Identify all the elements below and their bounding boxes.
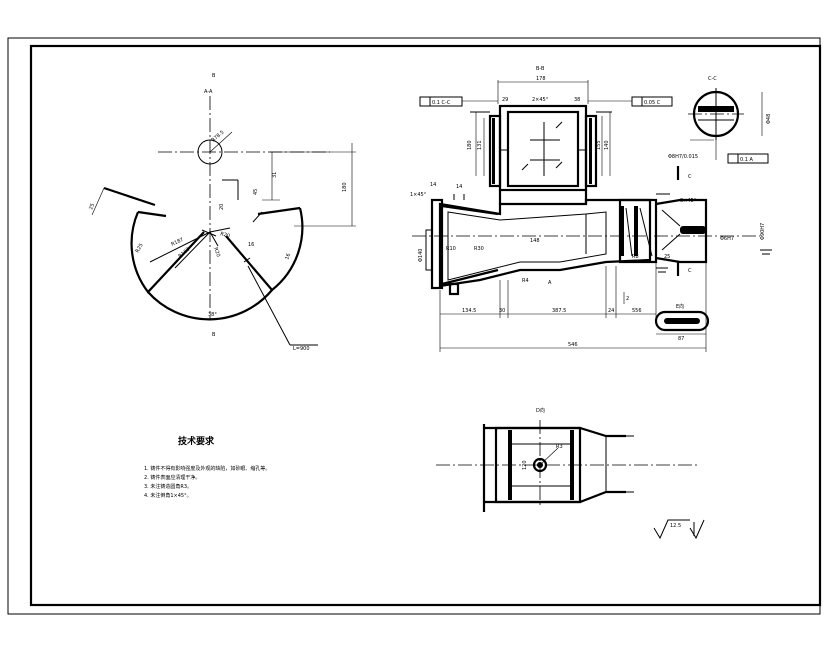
inner-frame	[29, 44, 822, 607]
notes-item-2: 2. 铸件表面应清理干净。	[144, 474, 200, 481]
bb-tol-right: 0.05 C	[644, 100, 661, 106]
notes-title: 技术要求	[178, 435, 215, 447]
aa-top-arc	[197, 139, 223, 165]
cc-dim-bottom: Φ8H7/0.015	[668, 154, 698, 160]
notes-item-4: 4. 未注倒角1×45°。	[144, 492, 192, 499]
roughness-symbol: 12.5	[653, 519, 705, 540]
aa-dim-r25: R25	[135, 242, 145, 254]
aa-top-label: B	[212, 73, 216, 79]
bb-dim-2: 2	[626, 296, 629, 302]
aa-dim-leader: L=900	[293, 346, 310, 352]
aa-dim-16a: 16	[248, 242, 254, 248]
technical-notes: 技术要求 1. 铸件不得有影响强度及外观的缺陷，如砂眼、缩孔等。 2. 铸件表面…	[144, 435, 270, 499]
d-dim-r: R3	[556, 444, 563, 450]
roughness-value: 12.5	[670, 523, 681, 529]
bb-dim-r30: R30	[474, 246, 484, 252]
aa-dim-31: 31	[272, 172, 278, 178]
bb-dim-1x45: 1×45°	[410, 192, 427, 198]
bb-dim-148: 148	[530, 238, 540, 244]
aa-section-label: A-A	[204, 89, 213, 95]
aa-dim-r187: R187	[170, 237, 184, 248]
aa-dim-16b: 16	[284, 253, 292, 261]
aa-dim-r20: R20	[219, 231, 230, 239]
d-label: D向	[536, 407, 545, 414]
aa-bottom-label: B	[212, 332, 216, 338]
bb-dim-b4: 24	[608, 308, 614, 314]
view-cc: C-C Φ48 Φ8H7/0.015 0.1 A	[668, 76, 772, 164]
cc-dim-side: Φ48	[766, 114, 772, 124]
bb-right-h2: 155	[596, 140, 602, 150]
bb-dim-detail: Φ6H7	[720, 236, 734, 242]
aa-dim-h: 180	[342, 182, 348, 192]
bb-dim-2x45: 2×45°	[532, 97, 549, 103]
aa-dim-38-left: 25	[88, 203, 96, 211]
outer-frame	[7, 37, 821, 615]
aa-dim-45: 45	[253, 189, 259, 195]
bb-dim-c-bot: C	[688, 268, 692, 274]
bb-dim-b5: 556	[632, 308, 642, 314]
bb-dim-87: 87	[678, 336, 684, 342]
bb-dim-r10: R10	[446, 246, 456, 252]
bb-dim-b1: 134.5	[462, 308, 476, 314]
bb-dim-8x45: 8×45°	[680, 198, 697, 204]
bb-dim-r4: R4	[522, 278, 529, 284]
view-d: D向 R3 120	[436, 407, 700, 512]
bb-dim-b3: 387.5	[552, 308, 566, 314]
bb-dim-178: 178	[536, 76, 546, 82]
notes-item-1: 1. 铸件不得有影响强度及外观的缺陷，如砂眼、缩孔等。	[144, 465, 270, 472]
bb-dim-25: 25	[664, 254, 670, 260]
aa-dim-38: 38°	[208, 312, 217, 318]
notes-item-3: 3. 未注铸造圆角R3。	[144, 483, 192, 490]
aa-dim-r20b: R20	[212, 247, 221, 258]
bb-section-label: B-B	[536, 66, 545, 72]
bb-left-h1: 180	[467, 140, 473, 150]
aa-dim-r-top: R78.5	[210, 130, 225, 144]
bb-dim-29: 29	[502, 97, 508, 103]
bb-dim-r-inner: Φ90H7	[760, 223, 766, 240]
bb-dim-a: A	[548, 280, 552, 286]
bb-right-h1: 140	[604, 140, 610, 150]
bb-left-h2: 131	[477, 140, 483, 150]
bb-main-body	[438, 198, 652, 288]
bb-dim-r8: R8	[632, 254, 639, 260]
cc-section-label: C-C	[708, 76, 717, 82]
d-dim-h: 120	[522, 460, 528, 470]
bb-dim-total: 546	[568, 342, 578, 348]
bb-upper-housing	[498, 104, 588, 192]
bb-dim-38: 38	[574, 97, 580, 103]
bb-dim-b2: 30	[499, 308, 505, 314]
view-bb: B-B 178 29 2×45° 38 0.1 C-C 0.05 C 180 1…	[410, 66, 772, 352]
aa-dim-20: 20	[219, 204, 225, 210]
view-aa: B A-A R78.5 31 180 45 20 25	[88, 73, 356, 352]
bb-dim-e-view: E向	[676, 303, 684, 310]
cc-tol: 0.1 A	[740, 157, 754, 163]
bb-tol-left: 0.1 C-C	[432, 100, 451, 106]
bb-dim-14b: 14	[456, 184, 462, 190]
bb-dim-14: 14	[430, 182, 436, 188]
bb-dim-c-top: C	[688, 174, 692, 180]
bb-dim-phi: Φ140	[418, 249, 424, 262]
aa-fan-body	[130, 207, 304, 294]
